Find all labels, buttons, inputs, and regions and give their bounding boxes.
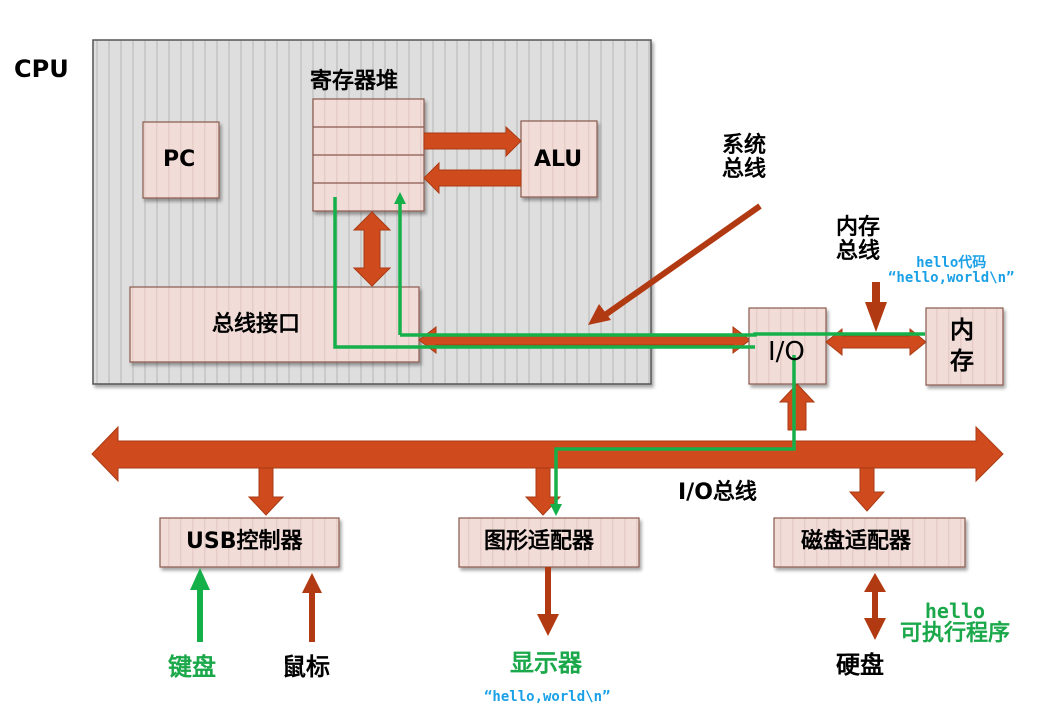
usb-controller-label: USB控制器 xyxy=(186,529,303,554)
keyboard-arrow xyxy=(190,568,210,642)
io-bridge-box xyxy=(748,307,827,385)
main-memory-label-line2: 存 xyxy=(950,347,974,376)
disk-annotation-line2: 可执行程序 xyxy=(900,621,1011,646)
memory-bus-label: 内存 总线 xyxy=(836,215,881,265)
pc-register-box xyxy=(142,121,220,199)
main-memory-box xyxy=(925,307,1004,386)
alu-to-regfile-arrow xyxy=(423,161,522,195)
data-path-read xyxy=(333,197,755,349)
system-bus-pointer-arrow xyxy=(588,203,762,325)
bus-interface-box xyxy=(129,286,420,363)
display-annotation: “hello,world\n” xyxy=(484,689,611,705)
mouse-label: 鼠标 xyxy=(282,653,330,681)
io-bridge-label: I/O xyxy=(768,337,805,367)
disk-annotation-line1: hello xyxy=(924,599,986,623)
regfile-to-alu-arrow xyxy=(423,125,522,158)
register-file-label: 寄存器堆 xyxy=(310,69,399,94)
display-label: 显示器 xyxy=(510,649,582,677)
alu-box xyxy=(520,120,598,198)
keyboard-label: 键盘 xyxy=(168,653,216,681)
data-path-display xyxy=(554,355,796,508)
usb-controller-box xyxy=(159,517,340,568)
disk-label: 硬盘 xyxy=(836,651,884,679)
io-bus-arrow xyxy=(91,425,1004,483)
io-bus-label: I/O总线 xyxy=(678,480,757,505)
bus-interface-label: 总线接口 xyxy=(212,312,301,337)
memory-bus-label-line1: 内存 xyxy=(836,215,881,240)
mouse-arrow xyxy=(302,573,322,642)
cpu-label: CPU xyxy=(14,55,69,83)
graphics-adapter-label: 图形适配器 xyxy=(484,529,595,554)
data-path-up-arrowhead xyxy=(394,192,406,204)
memory-annotation-line2: “hello,world\n” xyxy=(888,270,1015,287)
alu-label: ALU xyxy=(534,147,583,172)
register-file xyxy=(312,98,425,212)
regfile-bus-interface-arrow xyxy=(352,211,392,287)
memory-annotation: hello代码 “hello,world\n” xyxy=(888,255,1015,287)
io-bus-to-disk-arrow xyxy=(848,467,886,512)
main-memory-label: 内 存 xyxy=(950,315,974,377)
data-path-mem xyxy=(400,332,925,337)
disk-adapter-label: 磁盘适配器 xyxy=(801,529,912,554)
io-bus-to-usb-arrow xyxy=(247,467,285,516)
pc-label: PC xyxy=(163,147,196,172)
data-path-lines xyxy=(333,197,925,508)
graphics-adapter-box xyxy=(458,517,640,568)
disk-adapter-box xyxy=(773,517,966,568)
system-bus-label-line2: 总线 xyxy=(722,157,767,183)
disk-arrow xyxy=(864,573,886,640)
display-arrow xyxy=(537,567,559,636)
main-memory-label-line1: 内 xyxy=(950,316,974,344)
system-bus-label-line1: 系统 xyxy=(722,133,767,158)
memory-annotation-line1: hello代码 xyxy=(916,255,987,271)
memory-bus-pointer-arrow xyxy=(865,282,887,332)
memory-bus-label-line2: 总线 xyxy=(836,239,881,265)
io-bridge-io-bus-arrow xyxy=(778,383,816,431)
data-path-down-arrowhead xyxy=(550,504,562,516)
system-bus-label: 系统 总线 xyxy=(722,133,767,183)
disk-annotation: hello 可执行程序 xyxy=(900,600,1010,646)
